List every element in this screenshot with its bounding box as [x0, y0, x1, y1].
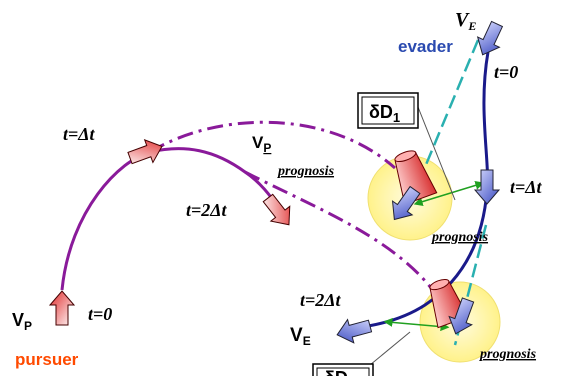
callout-d2 — [369, 331, 411, 366]
pursuer-prognosis-1 — [149, 120, 396, 170]
velocity-arrow-icon — [473, 169, 501, 205]
vp-mid-label: VP — [252, 133, 271, 155]
separation-2 — [383, 317, 450, 332]
velocity-arrow-icon — [262, 193, 291, 226]
vp-left-label: VP — [12, 310, 32, 333]
velocity-arrow-icon — [336, 318, 373, 344]
cone-sensor-icon — [394, 150, 438, 206]
callout-d1 — [417, 106, 456, 201]
pursuer-label: pursuer — [15, 350, 79, 369]
prognosis-label-1: prognosis — [277, 164, 335, 179]
velocity-arrow-icon — [48, 290, 76, 326]
t2dt-pursuer-label: t=2Δt — [186, 200, 228, 220]
tdt-pursuer-label: t=Δt — [63, 124, 96, 144]
velocity-arrow-icon — [448, 297, 475, 335]
delta-d1-label: δD1 — [369, 102, 400, 125]
prognosis-label-2: prognosis — [431, 230, 489, 245]
tdt-evader-label: t=Δt — [510, 177, 543, 197]
evader-trajectory — [354, 51, 490, 330]
line-of-sight — [403, 39, 480, 216]
t2dt-evader-label: t=2Δt — [300, 290, 342, 310]
t0-pursuer-label: t=0 — [88, 304, 112, 324]
velocity-arrow-icon — [476, 20, 504, 56]
separation-1 — [413, 181, 485, 206]
t0-evader-label: t=0 — [494, 62, 518, 82]
pursuer-trajectory — [60, 147, 282, 291]
delta-d2-box — [312, 363, 374, 376]
delta-d1-box — [357, 92, 419, 129]
ve-top-label: VE — [455, 9, 476, 33]
delta-d2-label: δD2 — [324, 368, 355, 376]
evader-label: evader — [398, 37, 453, 56]
velocity-arrow-icon — [127, 139, 163, 165]
ve-bottom-label: VE — [290, 325, 311, 348]
pursuer-prognosis-2 — [244, 170, 442, 301]
velocity-arrow-icon — [391, 185, 421, 221]
prognosis-label-3: prognosis — [479, 347, 537, 362]
